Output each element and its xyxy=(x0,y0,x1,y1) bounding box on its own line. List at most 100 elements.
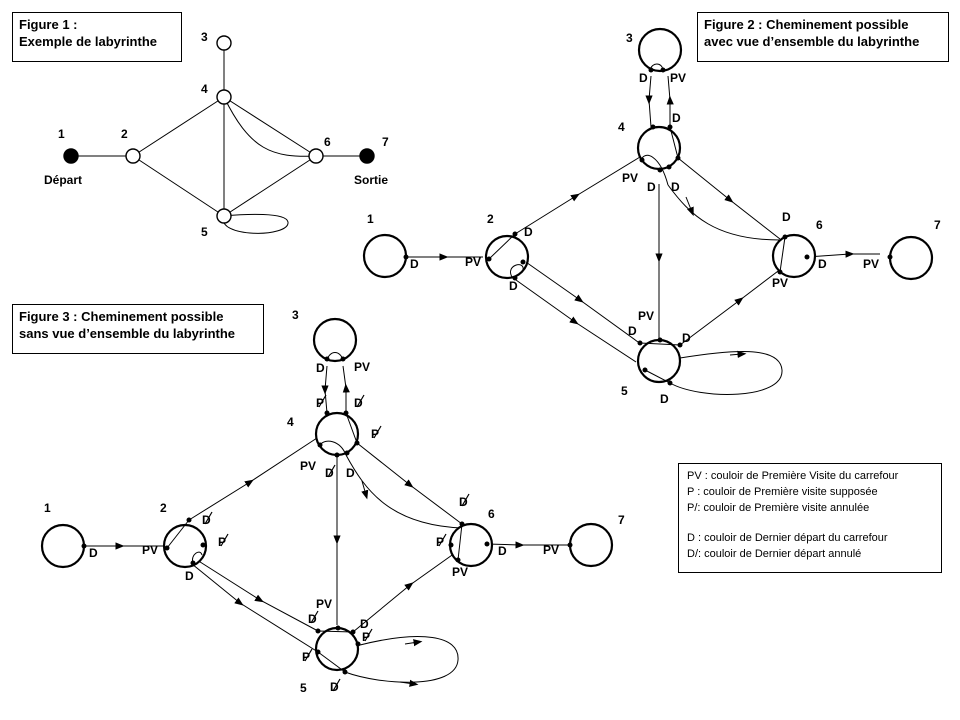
f2-node-1 xyxy=(362,233,408,279)
f2-mark-pv: PV xyxy=(772,276,788,290)
start-label: Départ xyxy=(44,173,82,187)
f2-mark-pv: PV xyxy=(638,309,654,323)
figure3-caption: Figure 3 : Cheminement possible sans vue… xyxy=(12,304,264,354)
f3-mark-p-cancel: P xyxy=(436,535,444,549)
label-node-4: 4 xyxy=(201,82,208,96)
f3-mark-p-cancel: P xyxy=(218,535,226,549)
f2-mark-d: D xyxy=(660,392,669,406)
f3-mark-d: D xyxy=(498,544,507,558)
figure2-title-line2: avec vue d’ensemble du labyrinthe xyxy=(704,34,920,49)
f3-mark-p-cancel: P xyxy=(371,427,379,441)
f2-mark-d: D xyxy=(682,331,691,345)
f3-mark-d: D xyxy=(316,361,325,375)
f3-mark-d-cancel: D xyxy=(459,495,468,509)
f3-mark-pv: PV xyxy=(300,459,316,473)
f3-mark-pv: PV xyxy=(452,565,468,579)
figure2-caption: Figure 2 : Cheminement possible avec vue… xyxy=(697,12,949,62)
node-5 xyxy=(216,208,232,224)
legend-line-p: P : couloir de Première visite supposée xyxy=(687,486,878,498)
f3-node-4 xyxy=(314,411,360,457)
f2-mark-pv: PV xyxy=(670,71,686,85)
f3-label-1: 1 xyxy=(44,501,51,515)
figure1-title-line1: Figure 1 : xyxy=(19,17,78,32)
label-node-1: 1 xyxy=(58,127,65,141)
figure3-labels: 1 2 3 4 5 6 7 D PV D P D D PV P D P PV D… xyxy=(44,308,625,695)
f2-mark-d: D xyxy=(410,257,419,271)
f2-label-2: 2 xyxy=(487,212,494,226)
f2-mark-d: D xyxy=(524,225,533,239)
f3-mark-p-cancel: P xyxy=(362,630,370,644)
f3-mark-d-cancel: D xyxy=(330,680,339,694)
f3-label-3: 3 xyxy=(292,308,299,322)
figure2-inner-links xyxy=(488,63,786,384)
f3-mark-d-cancel: D xyxy=(308,612,317,626)
f2-node-2 xyxy=(484,234,530,280)
node-7 xyxy=(359,148,375,164)
f3-label-5: 5 xyxy=(300,681,307,695)
f2-mark-d: D xyxy=(647,180,656,194)
label-node-5: 5 xyxy=(201,225,208,239)
figure2-labels: 1 2 3 4 5 6 7 D PV D D D PV D PV D D PV … xyxy=(367,31,941,406)
f3-mark-d: D xyxy=(185,569,194,583)
cancel-slashes xyxy=(204,394,470,692)
f2-label-1: 1 xyxy=(367,212,374,226)
f2-node-5 xyxy=(636,338,682,384)
figure3-title-line2: sans vue d’ensemble du labyrinthe xyxy=(19,326,236,341)
f3-mark-p-cancel: P xyxy=(316,396,324,410)
f2-mark-pv: PV xyxy=(863,257,879,271)
figure2-title-line1: Figure 2 : Cheminement possible xyxy=(704,17,909,32)
f3-label-4: 4 xyxy=(287,415,294,429)
figure2-edges xyxy=(406,75,880,395)
figure1-graph xyxy=(71,43,367,234)
f2-label-3: 3 xyxy=(626,31,633,45)
f3-label-7: 7 xyxy=(618,513,625,527)
f3-mark-d: D xyxy=(346,466,355,480)
f2-mark-pv: PV xyxy=(622,171,638,185)
f3-node-3 xyxy=(312,317,358,363)
f3-node-5 xyxy=(314,626,360,672)
f2-node-3 xyxy=(637,27,683,73)
figure1-nodes xyxy=(63,35,375,224)
f3-mark-pv: PV xyxy=(142,543,158,557)
f3-mark-d-cancel: D xyxy=(202,513,211,527)
node-6 xyxy=(308,148,324,164)
f2-mark-d: D xyxy=(818,257,827,271)
legend-line-p-cancel: P/: couloir de Première visite annulée xyxy=(687,502,870,514)
figure1-title-line2: Exemple de labyrinthe xyxy=(19,34,157,49)
f3-node-7 xyxy=(568,522,614,568)
label-node-7: 7 xyxy=(382,135,389,149)
f2-mark-d: D xyxy=(639,71,648,85)
legend-spacer xyxy=(687,516,933,530)
f2-mark-d: D xyxy=(509,279,518,293)
exit-label: Sortie xyxy=(354,173,388,187)
f3-label-2: 2 xyxy=(160,501,167,515)
f2-mark-d: D xyxy=(671,180,680,194)
f3-mark-pv: PV xyxy=(543,543,559,557)
figure3-edges xyxy=(84,365,570,687)
f3-mark-pv: PV xyxy=(354,360,370,374)
legend-line-d-cancel: D/: couloir de Dernier départ annulé xyxy=(687,548,862,560)
f3-mark-pv: PV xyxy=(316,597,332,611)
legend-line-d: D : couloir de Dernier départ du carrefo… xyxy=(687,532,888,544)
f3-mark-d-cancel: D xyxy=(354,396,363,410)
legend-line-pv: PV : couloir de Première Visite du carre… xyxy=(687,470,899,482)
f3-mark-d-cancel: D xyxy=(325,466,334,480)
label-node-3: 3 xyxy=(201,30,208,44)
label-node-6: 6 xyxy=(324,135,331,149)
f3-mark-p-cancel: P xyxy=(302,650,310,664)
figure3-title-line1: Figure 3 : Cheminement possible xyxy=(19,309,224,324)
f3-node-2 xyxy=(162,523,208,569)
figure2-dots xyxy=(403,67,893,386)
label-node-2: 2 xyxy=(121,127,128,141)
node-3 xyxy=(216,35,232,51)
f2-node-4 xyxy=(636,125,682,171)
f2-node-7 xyxy=(888,235,934,281)
figure1-caption: Figure 1 : Exemple de labyrinthe xyxy=(12,12,182,62)
f2-label-4: 4 xyxy=(618,120,625,134)
f2-mark-d: D xyxy=(672,111,681,125)
f2-label-5: 5 xyxy=(621,384,628,398)
f2-label-6: 6 xyxy=(816,218,823,232)
f2-mark-pv: PV xyxy=(465,255,481,269)
node-2 xyxy=(125,148,141,164)
